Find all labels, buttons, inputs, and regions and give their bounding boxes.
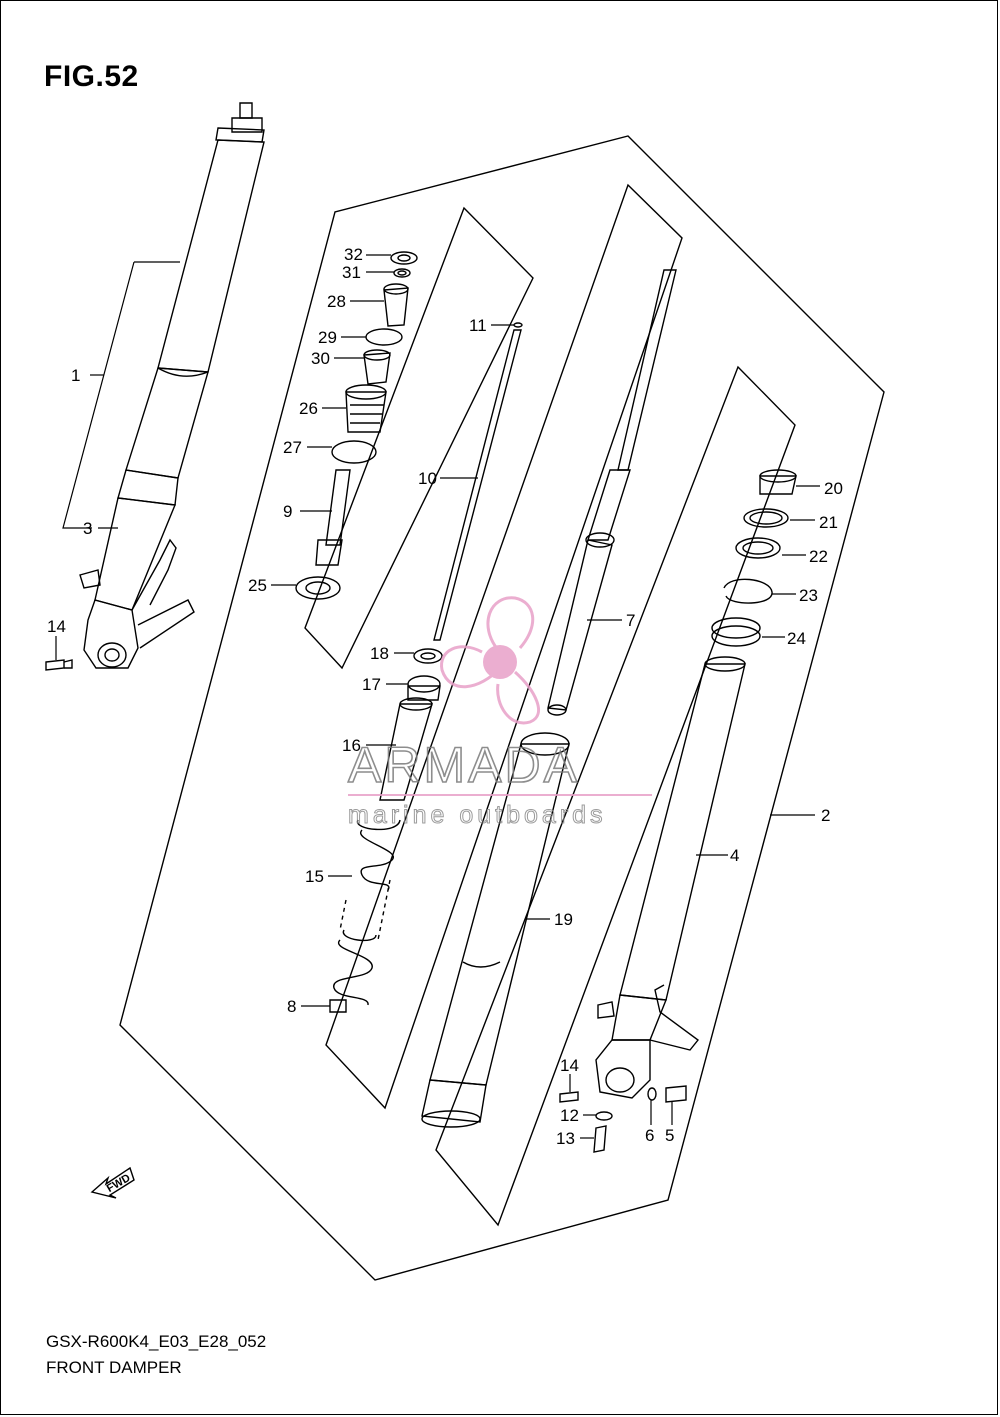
callout-3: 3 [83,519,92,538]
callout-labels: 1 2 3 4 5 6 7 8 9 10 11 12 13 14 14 15 1… [47,245,843,1148]
propeller-logo [440,596,541,725]
callout-26: 26 [299,399,318,418]
callout-32: 32 [344,245,363,264]
panel-cap-group [304,206,534,670]
damper-rod-parts [433,322,523,641]
callout-7: 7 [626,611,635,630]
callout-24: 24 [787,629,806,648]
callout-30: 30 [311,349,330,368]
callout-23: 23 [799,586,818,605]
callout-16: 16 [342,736,361,755]
leader-lines [55,254,820,1139]
callout-31: 31 [342,263,361,282]
callout-8: 8 [287,997,296,1016]
callout-19: 19 [554,910,573,929]
watermark-tagline: marine outboards [348,801,607,829]
callout-28: 28 [327,292,346,311]
callout-6: 6 [645,1126,654,1145]
left-fork-assembly [45,102,265,671]
callout-22: 22 [809,547,828,566]
callout-9: 9 [283,502,292,521]
callout-10: 10 [418,469,437,488]
callout-27: 27 [283,438,302,457]
panel-spring-group [325,183,683,1110]
callout-18: 18 [370,644,389,663]
watermark: ARMADA marine outboards [347,596,652,830]
callout-13: 13 [556,1129,575,1148]
callout-14-right: 14 [560,1056,579,1075]
callout-1: 1 [71,366,80,385]
fwd-direction-arrow: FWD [90,1166,135,1199]
cylinder-parts [547,269,677,716]
callout-2: 2 [821,806,830,825]
panel-outer-tube-group [435,365,796,1227]
assembly-outline-2 [119,135,885,1281]
callout-14-left: 14 [47,617,66,636]
callout-21: 21 [819,513,838,532]
section-name: FRONT DAMPER [46,1358,182,1377]
callout-11: 11 [469,316,487,335]
callout-15: 15 [305,867,324,886]
model-code: GSX-R600K4_E03_E28_052 [46,1332,267,1351]
cap-group-parts [295,251,418,600]
spring-group-parts [329,648,443,1013]
inner-tube-parts [421,732,570,1128]
callout-17: 17 [362,675,381,694]
figure-title: FIG.52 [44,60,139,93]
callout-5: 5 [665,1126,674,1145]
fwd-text: FWD [105,1172,133,1195]
callout-12: 12 [560,1106,579,1125]
callout-20: 20 [824,479,843,498]
watermark-brand: ARMADA [348,737,580,793]
callout-29: 29 [318,328,337,347]
outer-tube-group-parts [559,469,797,1153]
callout-25: 25 [248,576,267,595]
callout-4: 4 [730,846,739,865]
